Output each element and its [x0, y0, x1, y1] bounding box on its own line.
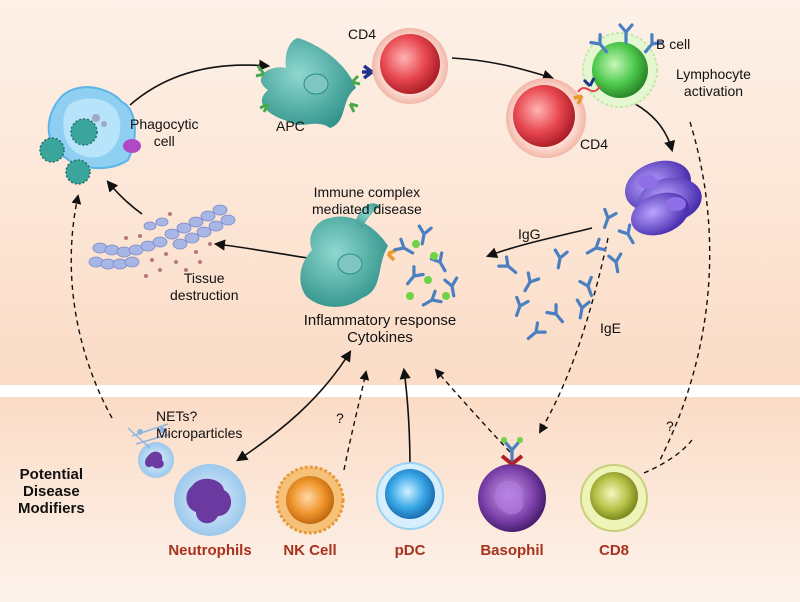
label-immune-complex-line1: Immune complex — [313, 184, 421, 200]
label-igg: IgG — [518, 226, 541, 242]
arrow-ige — [539, 237, 609, 434]
label-basophil: Basophil — [480, 542, 544, 559]
arrow-igg — [485, 227, 593, 259]
label-nk-cell: NK Cell — [283, 542, 337, 559]
arrow-pdc — [399, 367, 411, 471]
basophil-cell — [478, 437, 546, 532]
label-nets-microparticles: NETs? Microparticles — [156, 408, 242, 442]
label-pdc: pDC — [394, 542, 426, 559]
label-apc: APC — [276, 118, 305, 134]
arrow-nk — [343, 370, 370, 471]
arrow-phagocyte-to-apc — [129, 59, 271, 106]
label-cd4-top: CD4 — [348, 26, 377, 42]
nets-microparticles — [127, 423, 174, 478]
label-question-cd8: ? — [666, 418, 674, 434]
label-tissue-destruction: Tissue destruction — [170, 270, 238, 304]
label-inflammatory: Inflammatory response Cytokines — [292, 312, 468, 346]
arrow-cd4-to-bcell — [451, 57, 555, 81]
label-cd8: CD8 — [598, 542, 629, 559]
label-potential-line1: Potential — [19, 466, 84, 483]
plasma-cells — [625, 160, 702, 236]
arrow-neutrophil-bidirectional — [236, 350, 352, 462]
arrow-lymphocyte-to-cd8 — [659, 121, 711, 461]
arrow-tissue-to-phagocyte — [106, 180, 143, 215]
label-ige: IgE — [600, 320, 622, 336]
phagocytic-cell — [39, 86, 141, 185]
pdc-cell — [376, 462, 444, 530]
neutrophil-cell — [174, 464, 246, 536]
cd4-cell-top — [362, 28, 448, 104]
label-immune-complex-line2: mediated disease — [312, 201, 422, 217]
arrow-cd8-dash — [643, 439, 693, 474]
b-cell — [573, 23, 663, 108]
label-b-cell: B cell — [656, 36, 691, 52]
apc-cell — [255, 38, 361, 128]
label-phagocytic-line1: Phagocytic — [130, 116, 199, 132]
label-immune-complex: Immune complex mediated disease — [312, 184, 422, 218]
label-lymphocyte-line1: Lymphocyte — [676, 66, 751, 82]
label-phagocytic-cell: Phagocytic cell — [130, 116, 198, 150]
label-tissue-line1: Tissue — [183, 270, 225, 286]
label-cd4-bottom: CD4 — [580, 136, 609, 152]
label-phagocytic-line2: cell — [153, 133, 175, 149]
label-cytokines: Cytokines — [347, 329, 413, 346]
label-potential-disease-modifiers: Potential Disease Modifiers — [18, 466, 85, 517]
immune-complex-cell — [300, 203, 462, 312]
cd8-cell — [580, 464, 648, 532]
cd4-cell-bottom — [506, 78, 586, 158]
label-neutrophils: Neutrophils — [168, 542, 252, 559]
label-inflammatory-response: Inflammatory response — [303, 312, 457, 329]
label-lymphocyte-line2: activation — [683, 83, 744, 99]
tissue-fibres — [88, 204, 236, 278]
label-tissue-line2: destruction — [170, 287, 239, 303]
label-nets: NETs? — [156, 408, 198, 424]
label-lymphocyte-activation: Lymphocyte activation — [676, 66, 751, 100]
label-potential-line3: Modifiers — [18, 500, 85, 517]
arrow-basophil — [434, 368, 511, 453]
label-microparticles: Microparticles — [156, 425, 243, 441]
label-potential-line2: Disease — [22, 483, 80, 500]
label-question-nk: ? — [336, 410, 344, 426]
arrow-to-tissue — [213, 239, 309, 259]
nk-cell — [275, 465, 345, 535]
